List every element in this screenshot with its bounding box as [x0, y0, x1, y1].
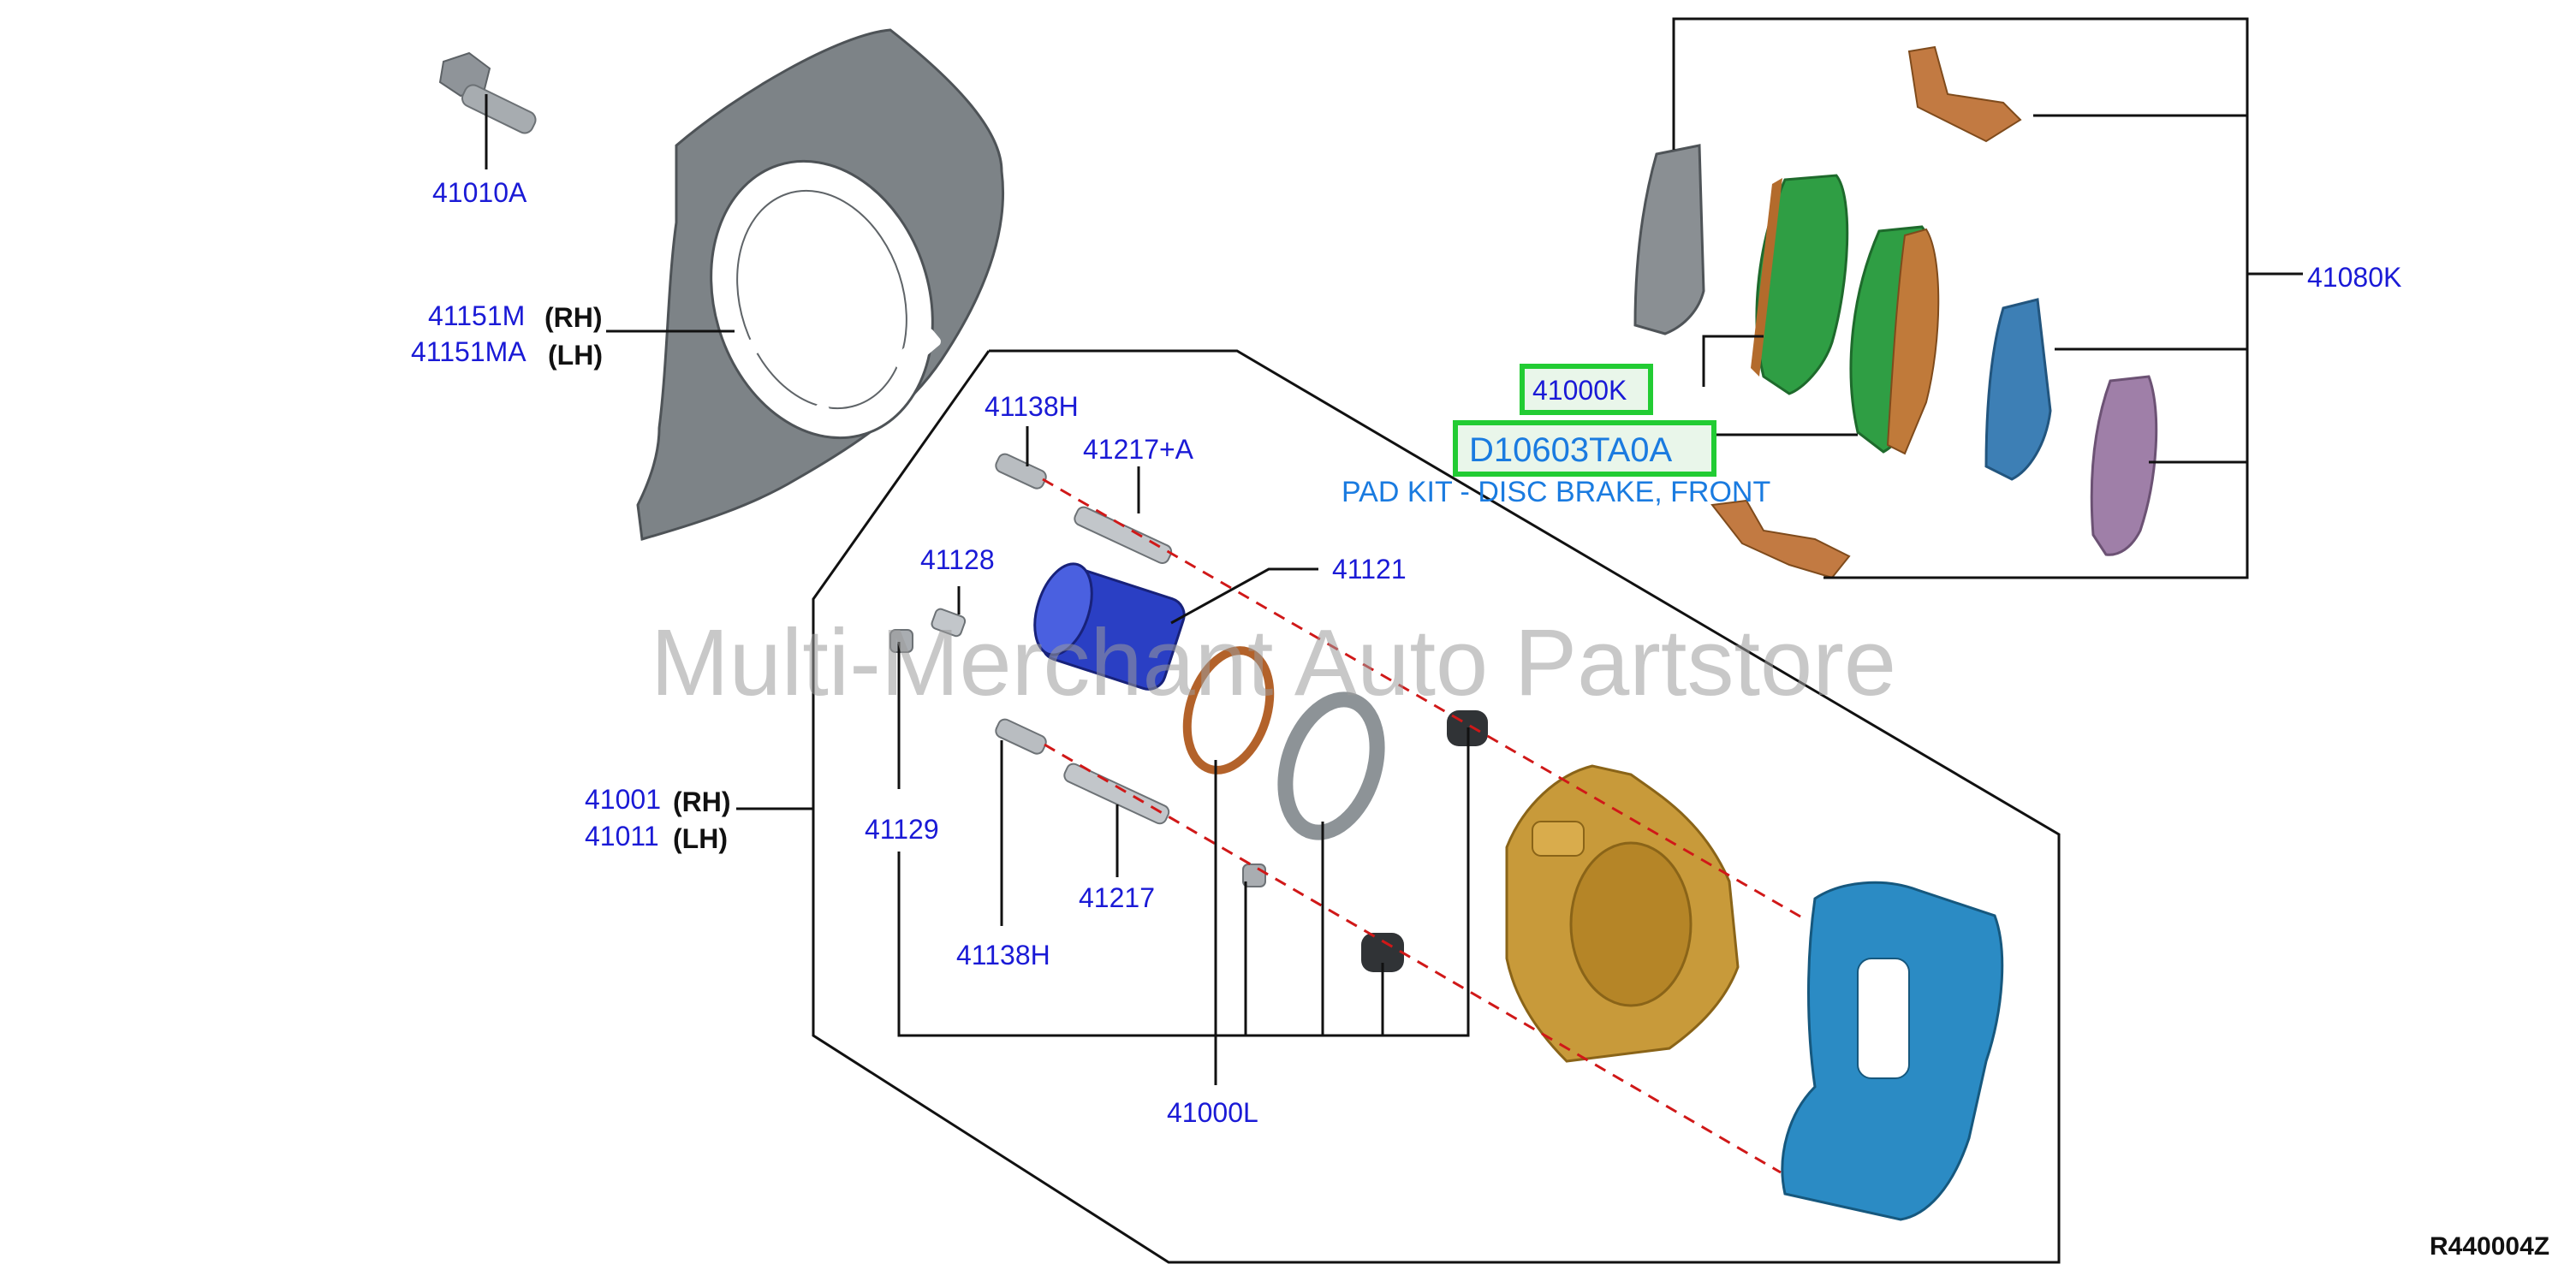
callout-41121[interactable]: 41121: [1332, 554, 1407, 585]
side-label-lh: (LH): [548, 340, 603, 371]
brake-pads-illustration: [1633, 45, 2158, 579]
callout-41151ma[interactable]: 41151MA: [411, 336, 527, 367]
callout-41128[interactable]: 41128: [920, 544, 995, 575]
dust-shield-illustration: [636, 28, 1005, 541]
highlighted-part-number[interactable]: D10603TA0A: [1469, 431, 1673, 469]
callout-41001[interactable]: 41001: [585, 784, 661, 815]
callout-41010a[interactable]: 41010A: [432, 177, 527, 208]
callout-41000l[interactable]: 41000L: [1167, 1097, 1258, 1128]
callout-41138h-bottom[interactable]: 41138H: [956, 940, 1050, 970]
callout-41217[interactable]: 41217: [1079, 882, 1155, 913]
part-number-highlight-box: [1453, 420, 1716, 477]
bolt-41010a-illustration: [438, 51, 537, 134]
callout-41129[interactable]: 41129: [865, 814, 939, 845]
piston-illustration: [1033, 562, 1186, 691]
leader-lines: [485, 17, 2303, 1264]
guide-pins-illustration: [889, 453, 1266, 887]
callout-41000k[interactable]: 41000K: [1532, 375, 1627, 406]
callout-41151m[interactable]: 41151M: [428, 300, 525, 331]
watermark: Multi-Merchant Auto Partstore: [651, 610, 1896, 715]
part-description: PAD KIT - DISC BRAKE, FRONT: [1342, 476, 1770, 508]
callout-41217a[interactable]: 41217+A: [1083, 434, 1194, 465]
caliper-bracket-illustration: [1781, 881, 2004, 1221]
side-label-lh-caliper: (LH): [673, 823, 728, 854]
side-label-rh-caliper: (RH): [673, 786, 731, 817]
diagram-reference-code: R440004Z: [2430, 1232, 2549, 1261]
assembly-dashed-lines: [1042, 478, 1807, 1174]
callout-41011[interactable]: 41011: [585, 821, 659, 852]
callout-41080k[interactable]: 41080K: [2307, 262, 2401, 293]
piston-seal-illustration: [1182, 646, 1385, 840]
side-label-rh: (RH): [544, 302, 603, 333]
caliper-illustration: [1505, 764, 1740, 1063]
callout-41138h-top[interactable]: 41138H: [985, 391, 1079, 422]
callout-41000k-highlight-box: [1520, 364, 1653, 415]
